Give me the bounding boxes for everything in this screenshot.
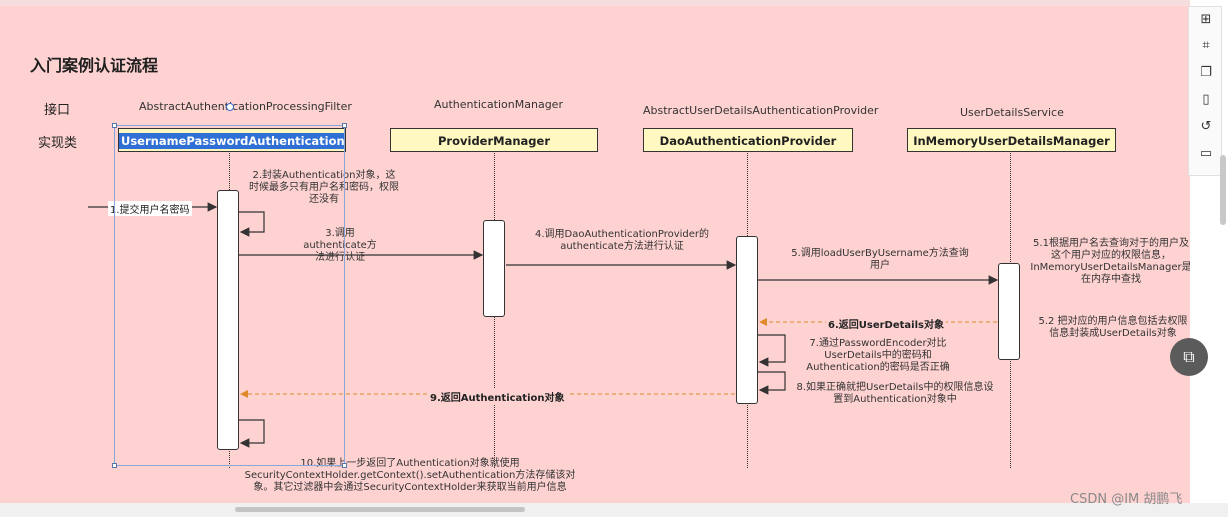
page-icon[interactable]: ▯	[1202, 92, 1210, 107]
class-box-manager[interactable]: ProviderManager	[390, 128, 598, 152]
message-7: 7.通过PasswordEncoder对比UserDetails中的密码和Aut…	[806, 338, 950, 373]
note-5-2: 5.2 把对应的用户信息包括去权限信息封装成UserDetails对象	[1038, 316, 1188, 339]
history-icon[interactable]: ↺	[1200, 119, 1212, 134]
self-arrow-7	[758, 334, 786, 367]
interface-manager: AuthenticationManager	[434, 98, 563, 111]
activation-manager	[483, 220, 505, 317]
comment-icon[interactable]: ▭	[1199, 146, 1213, 161]
picture-in-picture-icon[interactable]: ⧉	[1170, 338, 1208, 376]
message-6: 6.返回UserDetails对象	[826, 316, 946, 331]
class-box-service[interactable]: InMemoryUserDetailsManager	[907, 128, 1116, 152]
row-label-impl: 实现类	[38, 136, 78, 151]
interface-filter: AbstractAuthenticationProcessingFilter	[139, 100, 352, 113]
message-9: 9.返回Authentication对象	[428, 389, 567, 404]
activation-service	[998, 263, 1020, 360]
selection-frame[interactable]	[114, 125, 345, 466]
class-box-provider[interactable]: DaoAuthenticationProvider	[643, 128, 853, 152]
self-arrow-8	[758, 371, 786, 395]
resize-handle-nw[interactable]	[112, 123, 117, 128]
message-8: 8.如果正确就把UserDetails中的权限信息设置到Authenticati…	[796, 382, 994, 405]
interface-provider: AbstractUserDetailsAuthenticationProvide…	[643, 104, 879, 117]
activation-provider	[736, 236, 758, 404]
message-2: 2.封装Authentication对象，这时候最多只有用户名和密码，权限还没有	[249, 170, 399, 205]
resize-handle-ne[interactable]	[342, 123, 347, 128]
copy-icon[interactable]: ❐	[1200, 65, 1212, 80]
interface-service: UserDetailsService	[960, 106, 1064, 119]
canvas-top-strip	[0, 0, 1190, 6]
class-label-filter: UsernamePasswordAuthenticationFilter	[119, 133, 345, 149]
watermark: CSDN @IM 胡鹏飞	[1070, 492, 1183, 507]
crop-icon[interactable]: ⌗	[1202, 38, 1210, 53]
rotate-handle[interactable]	[226, 103, 234, 111]
message-1: 1.提交用户名密码	[108, 201, 192, 216]
right-toolbar: ⊞ ⌗ ❐ ▯ ↺ ▭	[1188, 6, 1222, 176]
format-shape-icon[interactable]: ⊞	[1200, 12, 1212, 27]
note-5-1: 5.1根据用户名去查询对于的用户及这个用户对应的权限信息，InMemoryUse…	[1030, 238, 1190, 285]
vertical-scrollbar[interactable]	[1220, 155, 1226, 225]
activation-filter	[217, 190, 239, 450]
resize-handle-sw[interactable]	[112, 463, 117, 468]
horizontal-scrollbar[interactable]	[235, 507, 525, 512]
self-arrow-10	[239, 419, 265, 448]
message-10: 10.如果上一步返回了Authentication对象就使用SecurityCo…	[244, 458, 576, 493]
bottom-bar	[0, 503, 1228, 517]
diagram-title: 入门案例认证流程	[30, 56, 159, 75]
class-box-filter[interactable]: UsernamePasswordAuthenticationFilter	[118, 128, 346, 152]
self-arrow-2	[239, 211, 265, 237]
message-3: 3.调用authenticate方法进行认证	[303, 228, 377, 263]
message-5: 5.调用loadUserByUsername方法查询用户	[791, 248, 969, 271]
message-4: 4.调用DaoAuthenticationProvider的authentica…	[534, 229, 710, 252]
resize-handle-se[interactable]	[342, 463, 347, 468]
diagram-canvas: 入门案例认证流程 接口 实现类 AbstractAuthenticationPr…	[0, 0, 1190, 503]
row-label-interface: 接口	[44, 103, 71, 118]
